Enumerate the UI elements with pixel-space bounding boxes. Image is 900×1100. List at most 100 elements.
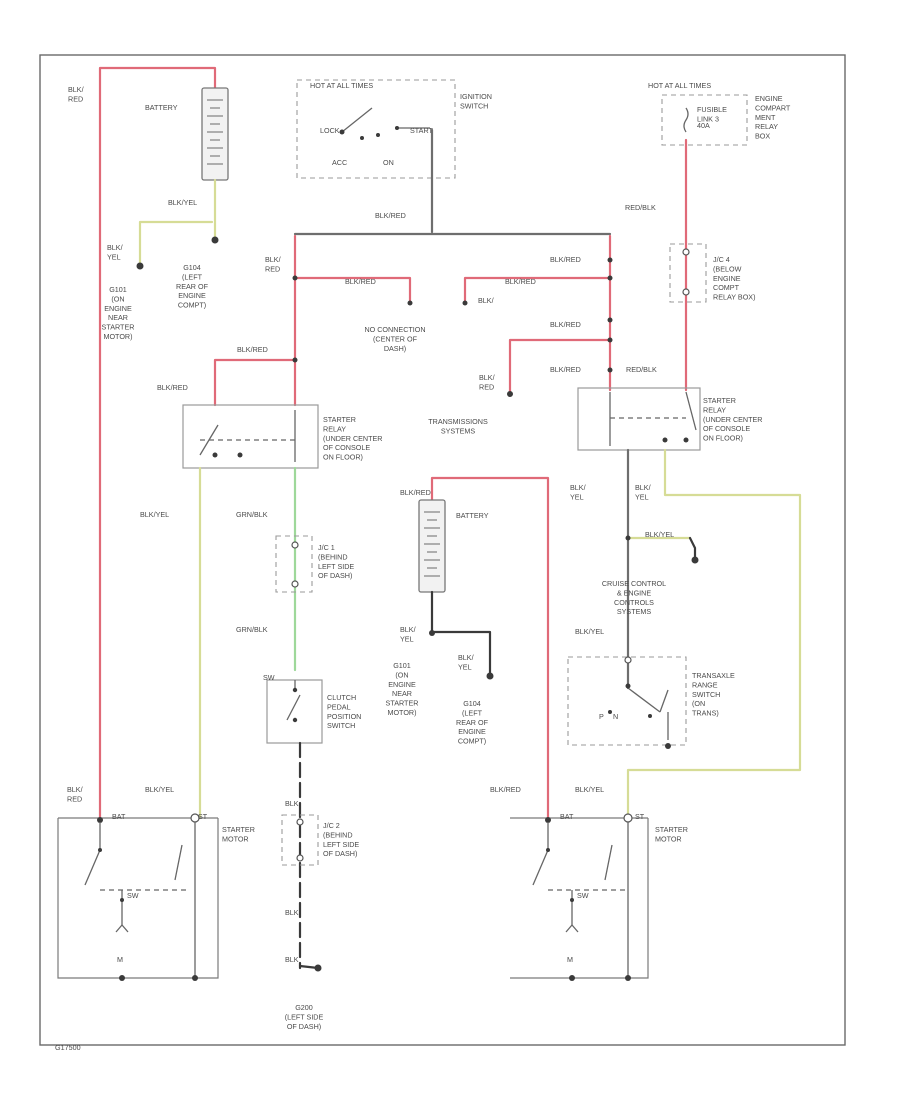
label-line: (UNDER CENTER xyxy=(703,415,763,424)
label-line: (LEFT SIDE xyxy=(285,1012,324,1021)
label-trans-n: N xyxy=(613,712,618,721)
ground-icon xyxy=(691,556,699,564)
label-line: G101 xyxy=(393,661,411,670)
connector-icon xyxy=(97,817,103,823)
label-line: BLK/ xyxy=(400,625,416,634)
label-line: SWITCH xyxy=(692,690,720,699)
connector-icon xyxy=(682,248,690,256)
label-line: RED xyxy=(479,382,494,391)
label-line: SYSTEMS xyxy=(441,426,476,435)
label-sm-st-r: ST xyxy=(635,812,645,821)
label-line: BLK/ xyxy=(265,255,281,264)
connector-icon xyxy=(682,288,690,296)
label-line: LEFT SIDE xyxy=(318,562,354,571)
starter-relay-left-box xyxy=(182,404,319,469)
jc4-box xyxy=(669,243,707,303)
label-line: YEL xyxy=(458,662,472,671)
label-blk-r-nc: BLK/ xyxy=(478,296,494,305)
fusible-link-icon xyxy=(683,107,689,133)
label-blk-red-trans: BLK/RED xyxy=(479,373,495,391)
label-line: CLUTCH xyxy=(327,693,356,702)
label-blk-yel-g: BLK/YEL xyxy=(107,243,123,261)
label-line: BOX xyxy=(755,132,770,141)
label-line: STARTER xyxy=(102,323,135,332)
label-line: SWITCH xyxy=(460,101,488,110)
label-battery-mid: BATTERY xyxy=(456,511,489,520)
label-line: RED xyxy=(67,794,82,803)
label-line: FUSIBLE xyxy=(697,105,727,114)
connector-icon xyxy=(624,656,632,664)
label-line: REAR OF xyxy=(456,718,489,727)
label-line: COMPT) xyxy=(178,301,206,310)
relay-icon xyxy=(199,410,296,462)
label-line: J/C 4 xyxy=(713,255,730,264)
label-blk-red-nc-l: BLK/RED xyxy=(345,277,376,286)
label-line: BLK/ xyxy=(570,483,586,492)
switch-icon xyxy=(286,680,301,721)
label-line: OF DASH) xyxy=(318,571,352,580)
label-blk-red-ign: BLK/RED xyxy=(375,211,406,220)
jc1-box xyxy=(275,535,313,593)
label-hot-timer-top: HOT AT ALL TIMES xyxy=(310,81,373,90)
label-line: OF CONSOLE xyxy=(323,443,370,452)
label-line: RELAY xyxy=(703,405,726,414)
label-line: (ON xyxy=(111,294,124,303)
wire-blk-red-relay-left xyxy=(213,358,297,407)
relay-icon xyxy=(609,391,697,446)
label-line: POSITION xyxy=(327,712,361,721)
battery-icon xyxy=(201,87,229,181)
jc2-box xyxy=(281,814,319,866)
label-line: J/C 2 xyxy=(323,821,340,830)
label-line: (UNDER CENTER xyxy=(323,434,383,443)
label-line: G101 xyxy=(109,285,127,294)
label-line: ENGINE xyxy=(713,274,741,283)
label-sm-st-l: ST xyxy=(198,812,208,821)
label-blk-yel-bot-r: BLK/YEL xyxy=(575,785,604,794)
label-grn-blk-1: GRN/BLK xyxy=(236,510,268,519)
label-line: BLK/ xyxy=(67,785,83,794)
wire-blk-red-nc-right xyxy=(463,276,612,302)
label-blk-red-nc-r: BLK/RED xyxy=(505,277,536,286)
label-line: BLK/ xyxy=(107,243,123,252)
label-line: COMPT xyxy=(713,283,740,292)
label-trans-p: P xyxy=(599,712,604,721)
label-blk-yel-r3: BLK/YEL xyxy=(645,530,674,539)
label-grn-blk-2: GRN/BLK xyxy=(236,625,268,634)
label-line: TRANSAXLE xyxy=(692,671,735,680)
label-red-blk-2: RED/BLK xyxy=(626,365,657,374)
label-line: ENGINE xyxy=(755,94,783,103)
label-line: G104 xyxy=(463,699,481,708)
label-line: RELAY xyxy=(323,424,346,433)
label-clutch-sw-lbl: SW xyxy=(263,673,275,682)
label-blk-yel-r4: BLK/YEL xyxy=(575,627,604,636)
label-line: OF DASH) xyxy=(287,1022,321,1031)
label-blk-red-relay-l2: BLK/RED xyxy=(157,383,188,392)
label-line: BLK/ xyxy=(479,373,495,382)
ground-icon xyxy=(429,630,435,636)
label-line: (ON xyxy=(692,699,705,708)
label-blk-yel-bot-l: BLK/YEL xyxy=(145,785,174,794)
starter-relay-right-box xyxy=(577,387,701,451)
fusible-link-box xyxy=(661,94,748,146)
connector-icon xyxy=(407,300,413,306)
label-line: J/C 1 xyxy=(318,543,335,552)
label-line: DASH) xyxy=(384,344,406,353)
wire-blk-red-trans xyxy=(508,338,612,394)
label-blk-yel-l2: BLK/YEL xyxy=(140,510,169,519)
ground-icon xyxy=(211,236,219,244)
label-line: RELAY BOX) xyxy=(713,293,755,302)
label-line: YEL xyxy=(400,634,414,643)
label-line: (BEHIND xyxy=(318,552,348,561)
label-line: ON FLOOR) xyxy=(323,453,363,462)
label-battery-top: BATTERY xyxy=(145,103,178,112)
label-blk-red-batt2: BLK/RED xyxy=(400,488,431,497)
